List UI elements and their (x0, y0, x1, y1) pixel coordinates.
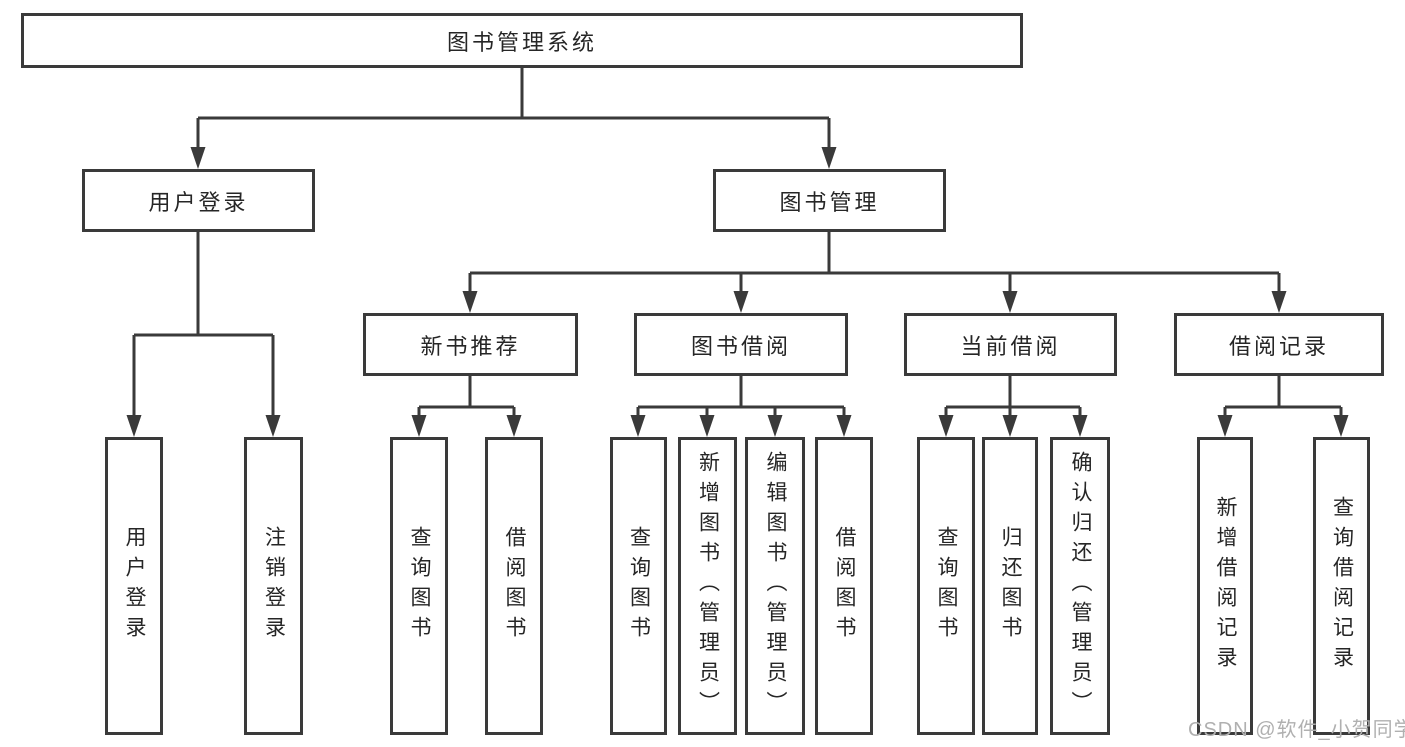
node-label: 当前借阅 (960, 333, 1061, 359)
leaf-label: 新增图书（管理员） (696, 451, 720, 721)
node-label: 借阅记录 (1228, 333, 1329, 359)
leaf-label: 查询图书 (935, 526, 958, 646)
node-book-management: 图书管理 (713, 169, 946, 232)
leaf-label: 确认归还（管理员） (1069, 451, 1092, 721)
leaf-add-borrow-record: 新增借阅记录 (1197, 437, 1253, 735)
leaf-borrow-books-recommend: 借阅图书 (485, 437, 543, 735)
node-borrowing-records: 借阅记录 (1174, 313, 1384, 376)
node-user-login: 用户登录 (82, 169, 315, 232)
leaf-label: 编辑图书（管理员） (764, 451, 787, 721)
leaf-label: 查询图书 (408, 526, 431, 646)
leaf-edit-book-admin: 编辑图书（管理员） (745, 437, 805, 735)
node-book-borrowing: 图书借阅 (634, 313, 848, 376)
leaf-label: 归还图书 (999, 526, 1022, 646)
leaf-borrow-books-borrowing: 借阅图书 (815, 437, 873, 735)
node-new-book-recommendation: 新书推荐 (363, 313, 578, 376)
leaf-query-books-recommend: 查询图书 (390, 437, 448, 735)
leaf-return-books: 归还图书 (982, 437, 1038, 735)
node-label: 新书推荐 (420, 333, 521, 359)
leaf-label: 用户登录 (123, 526, 146, 646)
leaf-logout: 注销登录 (244, 437, 303, 735)
leaf-query-borrow-record: 查询借阅记录 (1313, 437, 1370, 735)
leaf-label: 新增借阅记录 (1214, 496, 1237, 676)
node-label: 图书借阅 (690, 333, 791, 359)
leaf-query-books-borrowing: 查询图书 (610, 437, 667, 735)
node-label: 图书管理系统 (446, 29, 597, 55)
leaf-label: 查询借阅记录 (1330, 496, 1354, 676)
node-current-borrowing: 当前借阅 (904, 313, 1117, 376)
leaf-query-books-current: 查询图书 (917, 437, 975, 735)
node-label: 图书管理 (779, 189, 880, 215)
node-library-management-system: 图书管理系统 (21, 13, 1023, 68)
leaf-label: 查询图书 (627, 526, 651, 646)
leaf-add-book-admin: 新增图书（管理员） (678, 437, 737, 735)
leaf-label: 注销登录 (262, 526, 286, 646)
leaf-label: 借阅图书 (833, 526, 856, 646)
node-label: 用户登录 (148, 189, 249, 215)
watermark-csdn: CSDN @软件_小贺同学 (1188, 719, 1405, 741)
leaf-user-login: 用户登录 (105, 437, 163, 735)
leaf-confirm-return-admin: 确认归还（管理员） (1050, 437, 1110, 735)
leaf-label: 借阅图书 (503, 526, 526, 646)
